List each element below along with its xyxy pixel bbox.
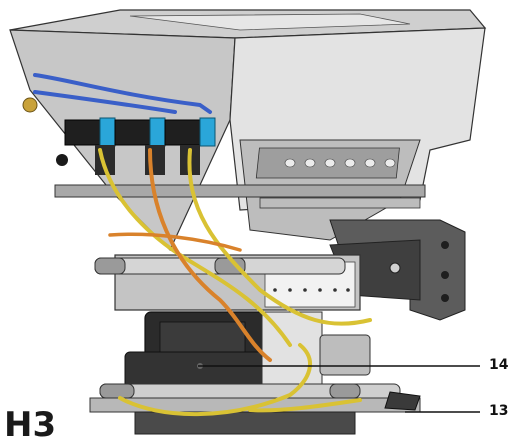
callout-number-14: 14 xyxy=(489,357,509,373)
upper-pneumatic-cylinder xyxy=(94,257,346,275)
callout-leader-lines xyxy=(198,365,480,413)
figure-label: H3 xyxy=(4,405,57,445)
pneumatic-air-lines xyxy=(33,73,372,417)
callout-number-13: 13 xyxy=(489,403,509,419)
